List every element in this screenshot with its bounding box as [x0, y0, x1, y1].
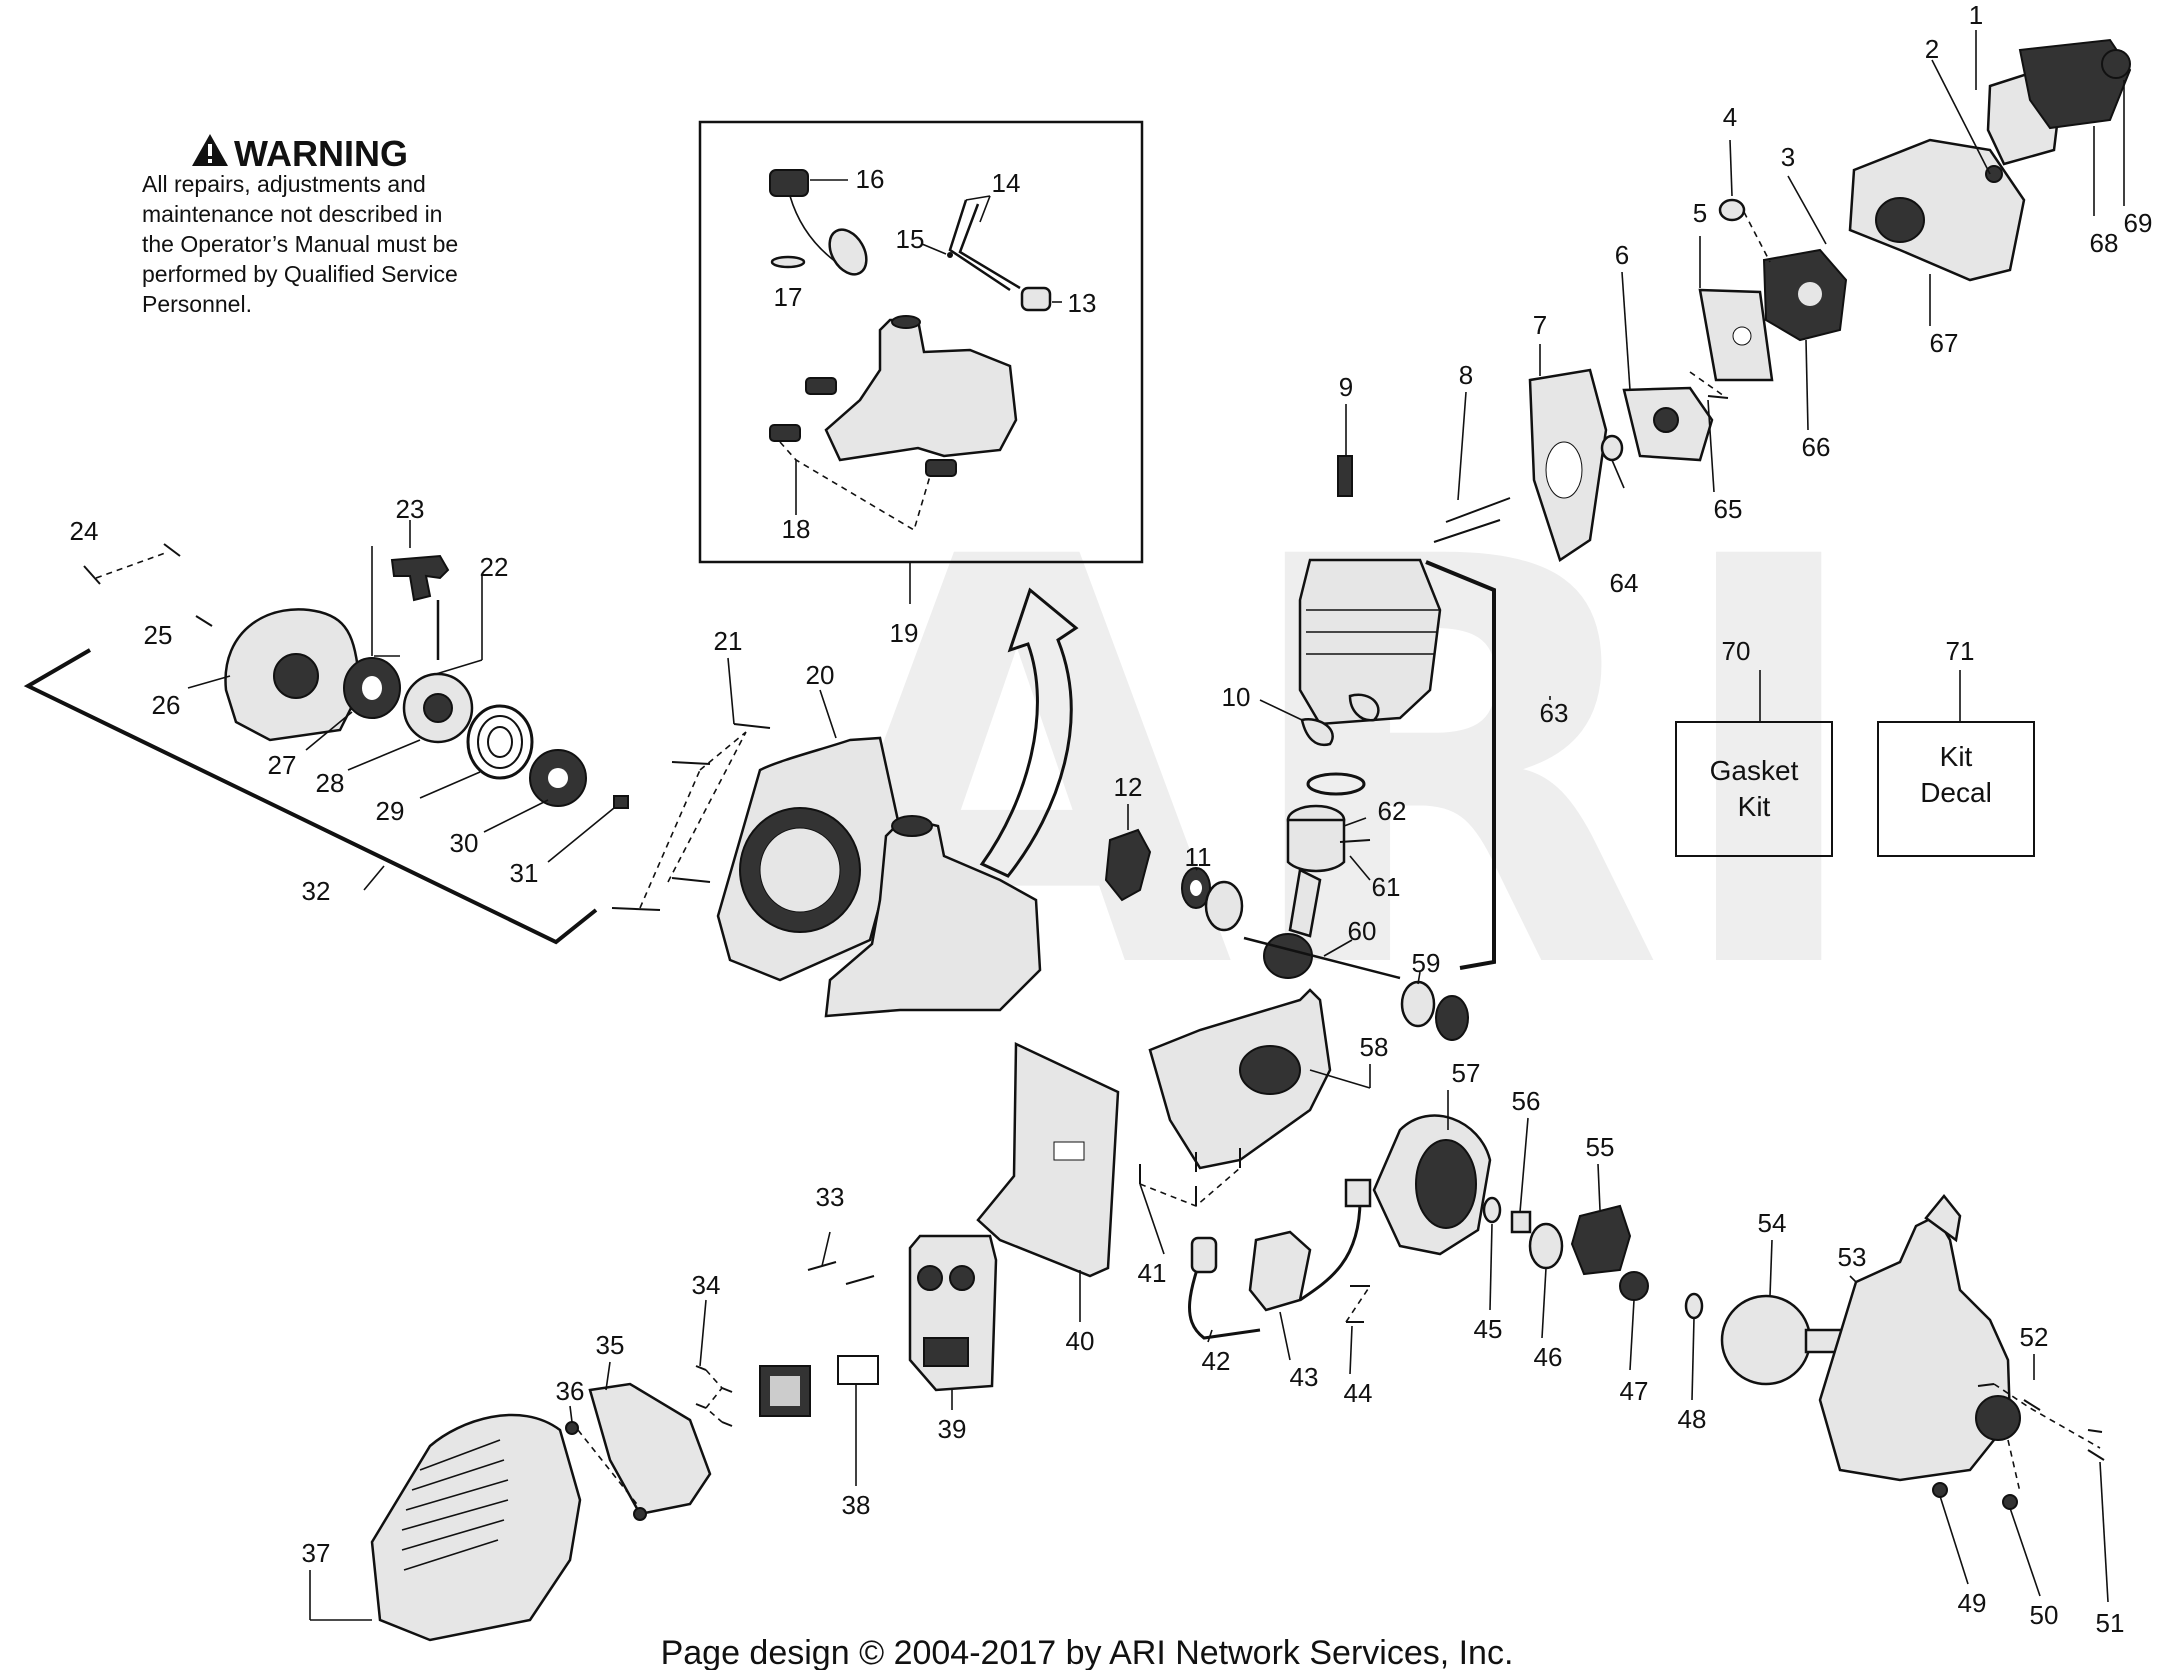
- warning-line-2: maintenance not described in: [142, 201, 442, 227]
- label-16: 16: [856, 164, 885, 194]
- label-18: 18: [782, 514, 811, 544]
- gasket-kit-line-2: Kit: [1738, 791, 1771, 822]
- warning-line-3: the Operator’s Manual must be: [142, 231, 458, 257]
- label-25: 25: [144, 620, 173, 650]
- decal-kit-line-2: Decal: [1920, 777, 1992, 808]
- label-22: 22: [480, 552, 509, 582]
- label-17: 17: [774, 282, 803, 312]
- warning-line-5: Personnel.: [142, 291, 252, 317]
- label-23: 23: [396, 494, 425, 524]
- label-57: 57: [1452, 1058, 1481, 1088]
- label-63: 63: [1540, 698, 1569, 728]
- label-61: 61: [1372, 872, 1401, 902]
- label-56: 56: [1512, 1086, 1541, 1116]
- muffler-parts: [370, 1042, 1120, 1642]
- label-54: 54: [1758, 1208, 1787, 1238]
- label-58: 58: [1360, 1032, 1389, 1062]
- label-20: 20: [806, 660, 835, 690]
- label-10: 10: [1222, 682, 1251, 712]
- gasket-kit-box: 70 Gasket Kit: [1675, 636, 1833, 857]
- label-67: 67: [1930, 328, 1959, 358]
- label-42: 42: [1202, 1346, 1231, 1376]
- fan-housing: [611, 723, 1042, 1018]
- label-1: 1: [1969, 0, 1983, 30]
- label-37: 37: [302, 1538, 331, 1568]
- label-13: 13: [1068, 288, 1097, 318]
- label-46: 46: [1534, 1342, 1563, 1372]
- label-8: 8: [1459, 360, 1473, 390]
- kit-number-70: 70: [1722, 636, 1751, 666]
- clutch-parts: [1188, 1114, 2105, 1510]
- label-29: 29: [376, 796, 405, 826]
- label-24: 24: [70, 516, 99, 546]
- label-26: 26: [152, 690, 181, 720]
- label-40: 40: [1066, 1326, 1095, 1356]
- fuel-cap-part: [769, 169, 868, 276]
- label-33: 33: [816, 1182, 845, 1212]
- label-3: 3: [1781, 142, 1795, 172]
- warning-block: WARNING All repairs, adjustments and mai…: [142, 133, 458, 317]
- label-59: 59: [1412, 948, 1441, 978]
- label-55: 55: [1586, 1132, 1615, 1162]
- label-39: 39: [938, 1414, 967, 1444]
- label-45: 45: [1474, 1314, 1503, 1344]
- label-36: 36: [556, 1376, 585, 1406]
- page-footer: Page design © 2004-2017 by ARI Network S…: [661, 1634, 1514, 1670]
- label-30: 30: [450, 828, 479, 858]
- label-51: 51: [2096, 1608, 2125, 1638]
- label-31: 31: [510, 858, 539, 888]
- label-6: 6: [1615, 240, 1629, 270]
- warning-line-4: performed by Qualified Service: [142, 261, 458, 287]
- label-28: 28: [316, 768, 345, 798]
- label-34: 34: [692, 1270, 721, 1300]
- label-12: 12: [1114, 772, 1143, 802]
- label-50: 50: [2030, 1600, 2059, 1630]
- label-19: 19: [890, 618, 919, 648]
- label-11: 11: [1185, 842, 1212, 872]
- label-44: 44: [1344, 1378, 1373, 1408]
- label-68: 68: [2090, 228, 2119, 258]
- label-7: 7: [1533, 310, 1547, 340]
- kit-number-71: 71: [1946, 636, 1975, 666]
- label-64: 64: [1610, 568, 1639, 598]
- warning-title: WARNING: [234, 133, 408, 174]
- label-65: 65: [1714, 494, 1743, 524]
- label-49: 49: [1958, 1588, 1987, 1618]
- decal-kit-box: 71 Kit Decal: [1877, 636, 2035, 857]
- part-labels: 1 2 3 4 5 6 7 8 9 10 11 12 13 14 15 16 1…: [70, 0, 2153, 1638]
- label-2: 2: [1925, 34, 1939, 64]
- fuel-tank-inset: [698, 120, 1144, 564]
- label-53: 53: [1838, 1242, 1867, 1272]
- label-47: 47: [1620, 1376, 1649, 1406]
- label-69: 69: [2124, 208, 2153, 238]
- label-9: 9: [1339, 372, 1353, 402]
- label-38: 38: [842, 1490, 871, 1520]
- label-5: 5: [1693, 198, 1707, 228]
- label-41: 41: [1138, 1258, 1167, 1288]
- decal-kit-line-1: Kit: [1940, 741, 1973, 772]
- label-15: 15: [896, 224, 925, 254]
- label-32: 32: [302, 876, 331, 906]
- label-21: 21: [714, 626, 743, 656]
- label-43: 43: [1290, 1362, 1319, 1392]
- gasket-kit-line-1: Gasket: [1710, 755, 1799, 786]
- label-48: 48: [1678, 1404, 1707, 1434]
- label-60: 60: [1348, 916, 1377, 946]
- warning-line-1: All repairs, adjustments and: [142, 171, 426, 197]
- label-66: 66: [1802, 432, 1831, 462]
- starter-assembly: [23, 543, 629, 945]
- label-4: 4: [1723, 102, 1737, 132]
- leader-lines: [187, 30, 2125, 1621]
- label-14: 14: [992, 168, 1021, 198]
- warning-triangle-icon: [192, 134, 228, 166]
- label-52: 52: [2020, 1322, 2049, 1352]
- engine-parts: [1104, 38, 2132, 1207]
- label-62: 62: [1378, 796, 1407, 826]
- label-27: 27: [268, 750, 297, 780]
- label-35: 35: [596, 1330, 625, 1360]
